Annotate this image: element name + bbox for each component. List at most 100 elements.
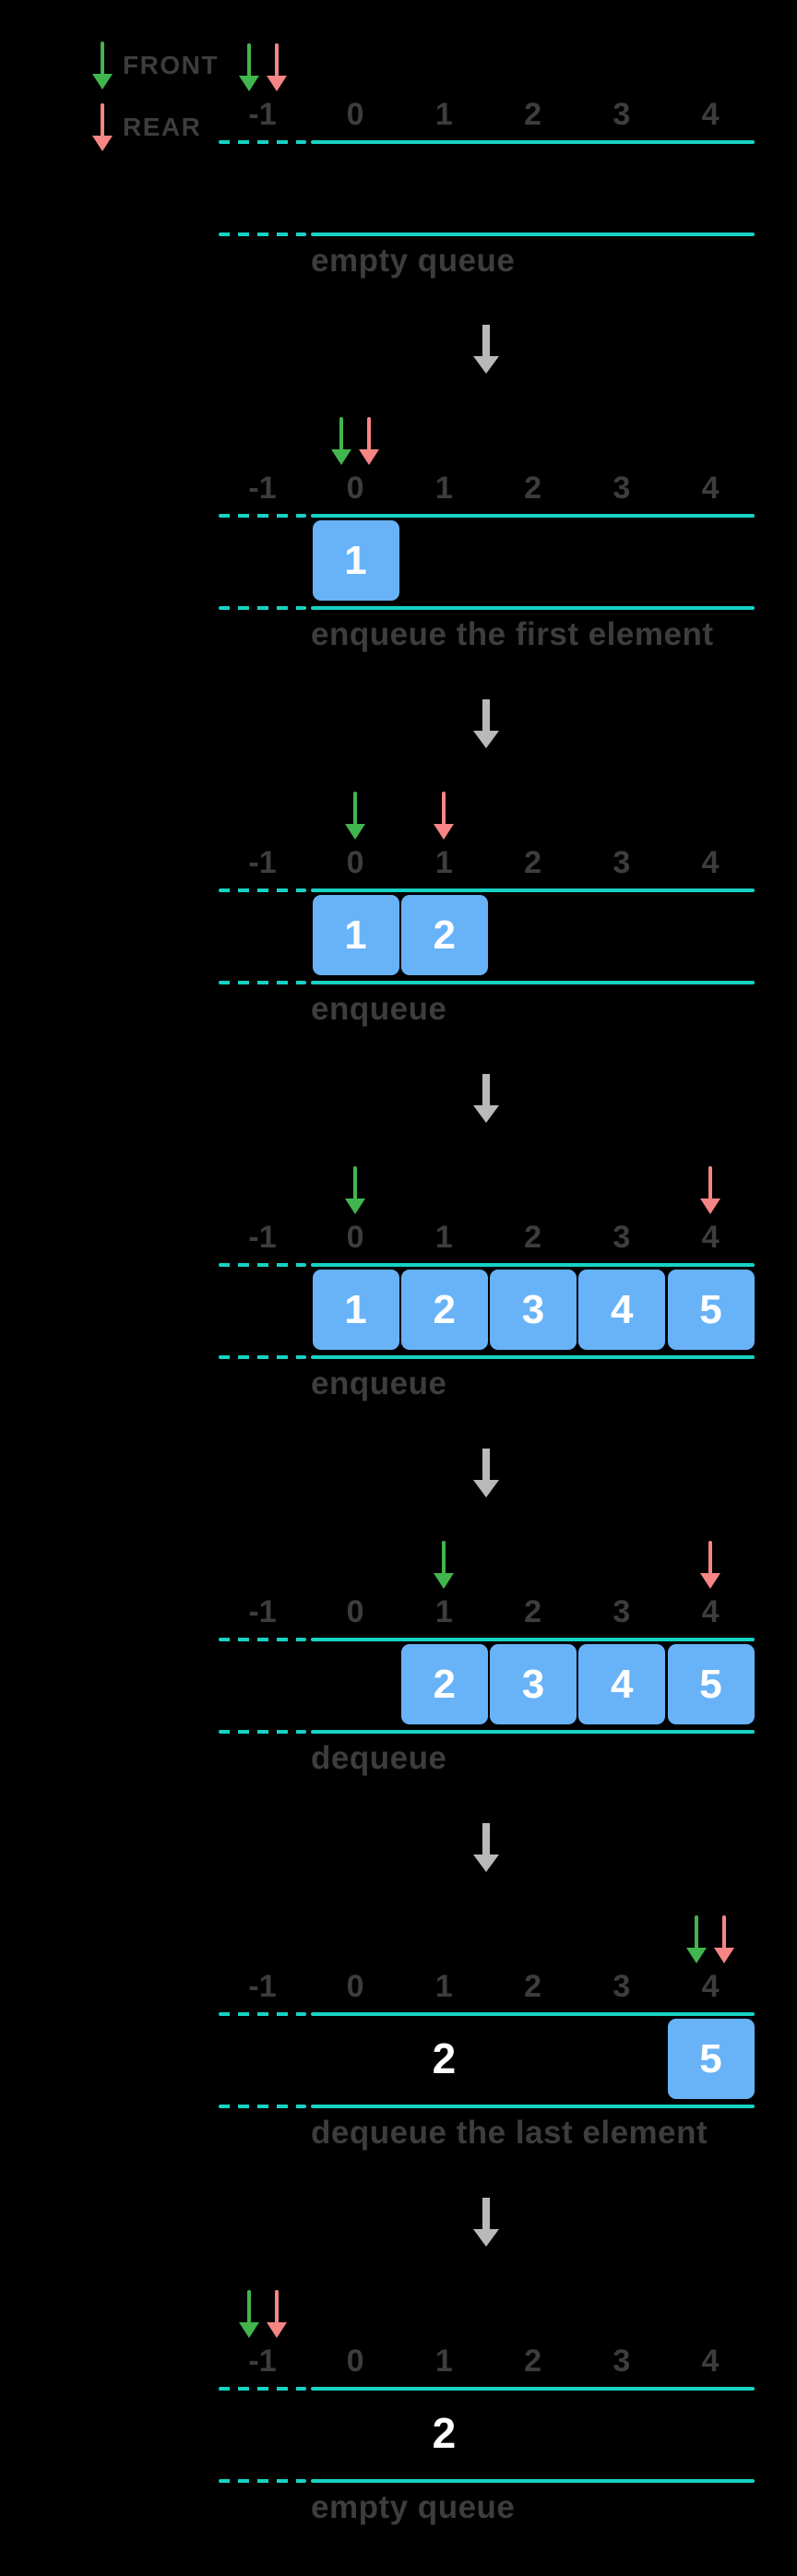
index-label: 4 [701, 1594, 720, 1629]
index-label: -1 [248, 1594, 277, 1629]
rear-pointer-stem [708, 1166, 713, 1199]
step-caption: dequeue the last element [311, 2115, 708, 2151]
rear-pointer-head [266, 76, 287, 91]
index-label: -1 [248, 97, 277, 132]
next-step-arrow-head [473, 2229, 499, 2247]
index-label: 3 [613, 1969, 631, 2004]
index-label: 4 [701, 1969, 720, 2004]
rear-pointer-head [700, 1199, 721, 1214]
queue-top-dashed-line [219, 1638, 306, 1641]
index-label: 4 [701, 471, 720, 506]
front-arrow-icon [92, 42, 113, 89]
queue-element-box: 4 [578, 1270, 666, 1350]
index-label: 2 [524, 845, 542, 880]
front-pointer-icon [345, 792, 366, 840]
index-label: 2 [524, 2343, 542, 2379]
ghost-value: 2 [432, 2034, 457, 2082]
queue-top-dashed-line [219, 1263, 306, 1267]
front-pointer-icon [686, 1915, 708, 1963]
front-pointer-head [345, 824, 366, 840]
rear-pointer-head [700, 1573, 721, 1589]
index-label: 0 [346, 1220, 364, 1255]
index-label: 3 [613, 2343, 631, 2379]
index-label: 3 [613, 97, 631, 132]
next-step-arrow-head [473, 1480, 499, 1497]
index-label: 3 [613, 471, 631, 506]
rear-pointer-icon [700, 1541, 721, 1589]
rear-pointer-head [714, 1948, 735, 1963]
front-arrow-head [92, 74, 113, 89]
front-arrow-stem [101, 42, 104, 75]
queue-top-dashed-line [219, 888, 306, 892]
front-pointer-stem [353, 1166, 358, 1199]
rear-pointer-icon [266, 43, 287, 91]
next-step-arrow-icon [473, 1074, 499, 1123]
front-pointer-icon [238, 43, 259, 91]
index-label: 3 [613, 845, 631, 880]
index-label: 1 [434, 845, 453, 880]
rear-pointer-head [434, 824, 455, 840]
queue-top-dashed-line [219, 2387, 306, 2391]
next-step-arrow-icon [473, 1449, 499, 1497]
index-label: 1 [434, 1220, 453, 1255]
front-pointer-head [238, 76, 259, 91]
index-label: -1 [248, 1220, 277, 1255]
front-pointer-head [434, 1573, 455, 1589]
queue-top-line [311, 1638, 755, 1641]
queue-top-dashed-line [219, 140, 306, 144]
rear-pointer-stem [274, 2290, 279, 2323]
front-pointer-icon [434, 1541, 455, 1589]
front-pointer-stem [695, 1915, 699, 1949]
next-step-arrow-head [473, 1105, 499, 1123]
queue-element-box: 4 [578, 1644, 666, 1724]
queue-element-box: 2 [400, 1270, 488, 1350]
rear-pointer-head [359, 449, 380, 465]
front-pointer-stem [246, 2290, 251, 2323]
step-caption: enqueue the first element [311, 616, 714, 652]
next-step-arrow-head [473, 356, 499, 374]
queue-element-box: 5 [667, 2019, 755, 2099]
step-caption: empty queue [311, 2489, 516, 2525]
next-step-arrow-icon [473, 1823, 499, 1872]
index-label: 2 [524, 1969, 542, 2004]
legend-rear-label: REAR [123, 113, 202, 141]
next-step-arrow-icon [473, 325, 499, 374]
queue-top-line [311, 888, 755, 892]
rear-pointer-stem [274, 43, 279, 77]
next-step-arrow-stem [482, 1449, 490, 1481]
next-step-arrow-stem [482, 1823, 490, 1855]
front-pointer-icon [238, 2290, 259, 2338]
rear-pointer-icon [700, 1166, 721, 1214]
index-label: 1 [434, 2343, 453, 2379]
rear-pointer-icon [714, 1915, 735, 1963]
queue-top-dashed-line [219, 2012, 306, 2016]
queue-top-line [311, 140, 755, 144]
front-pointer-head [345, 1199, 366, 1214]
step-caption: enqueue [311, 1366, 447, 1401]
queue-element-box: 1 [312, 895, 399, 975]
queue-bottom-dashed-line [219, 233, 306, 236]
next-step-arrow-stem [482, 2198, 490, 2230]
queue-element-box: 3 [490, 1270, 577, 1350]
index-label: 4 [701, 845, 720, 880]
index-label: 0 [346, 845, 364, 880]
front-pointer-stem [353, 792, 358, 825]
step-caption: empty queue [311, 243, 516, 279]
index-label: -1 [248, 471, 277, 506]
queue-top-line [311, 2012, 755, 2016]
front-pointer-stem [442, 1541, 446, 1574]
step-caption: dequeue [311, 1740, 447, 1776]
queue-bottom-dashed-line [219, 606, 306, 610]
queue-bottom-dashed-line [219, 1355, 306, 1359]
queue-element-box: 5 [667, 1644, 755, 1724]
rear-pointer-icon [434, 792, 455, 840]
legend: FRONT REAR [46, 42, 249, 166]
queue-bottom-line [311, 2105, 755, 2108]
front-pointer-icon [345, 1166, 366, 1214]
